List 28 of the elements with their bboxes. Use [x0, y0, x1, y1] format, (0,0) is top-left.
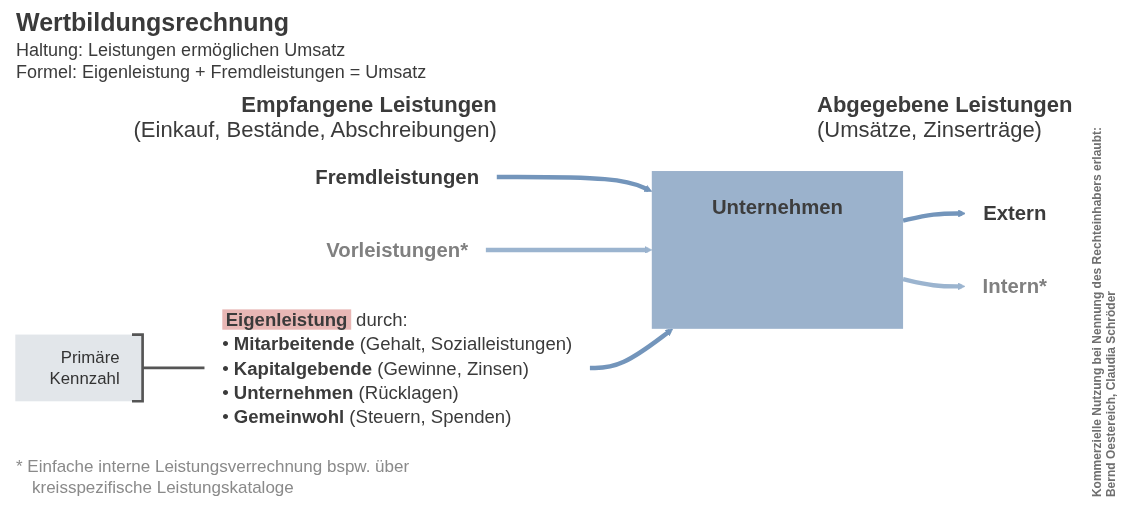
node-box: Eigenleistung	[222, 309, 351, 330]
formula-text: Formel: Eigenleistung + Fremdleistungen = Umsatz	[16, 62, 427, 83]
node-label: • Gemeinwohl (Steuern, Spenden)	[222, 405, 512, 427]
footnote: * Einfache interne Leistungsverrechnung bspw. über kreisspezifische Leistungskataloge	[16, 456, 411, 499]
node-text: Vorleistungen*	[326, 238, 469, 262]
column-subheading: (Umsätze, Zinserträge)	[817, 117, 1043, 143]
node-box: Primäre Kennzahl	[13, 333, 144, 403]
node-label: • Mitarbeitende (Gehalt, Sozialleistungen)	[222, 333, 573, 354]
diagram-title: Wertbildungsrechnung	[16, 8, 290, 37]
node-label: • Kapitalgebende (Gewinne, Zinsen)	[222, 357, 529, 378]
connector	[142, 366, 205, 370]
column-heading: Empfangene Leistungen	[240, 92, 497, 118]
column-heading: Abgegebene Leistungen	[817, 92, 1073, 118]
subtitle-text: Haltung: Leistungen ermöglichen Umsatz	[16, 40, 346, 61]
arrow	[589, 328, 674, 371]
node-text: Intern*	[982, 274, 1048, 298]
arrow	[902, 277, 966, 291]
author-credit: Bernd Oestereich, Claudia Schröder	[1104, 289, 1119, 497]
node-text: Extern	[983, 201, 1047, 225]
license-note: Kommerzielle Nutzung bei Nennung des Rechteinhabers erlaubt:	[1090, 126, 1105, 497]
node-label: durch:	[356, 309, 408, 330]
column-subheading: (Einkauf, Bestände, Abschreibungen)	[133, 117, 497, 143]
arrow	[485, 246, 653, 254]
arrow	[902, 209, 966, 223]
node-box: Unternehmen	[651, 171, 904, 329]
arrow	[496, 174, 653, 192]
node-label: • Unternehmen (Rücklagen)	[222, 381, 459, 403]
node-text: Fremdleistungen	[315, 165, 480, 189]
